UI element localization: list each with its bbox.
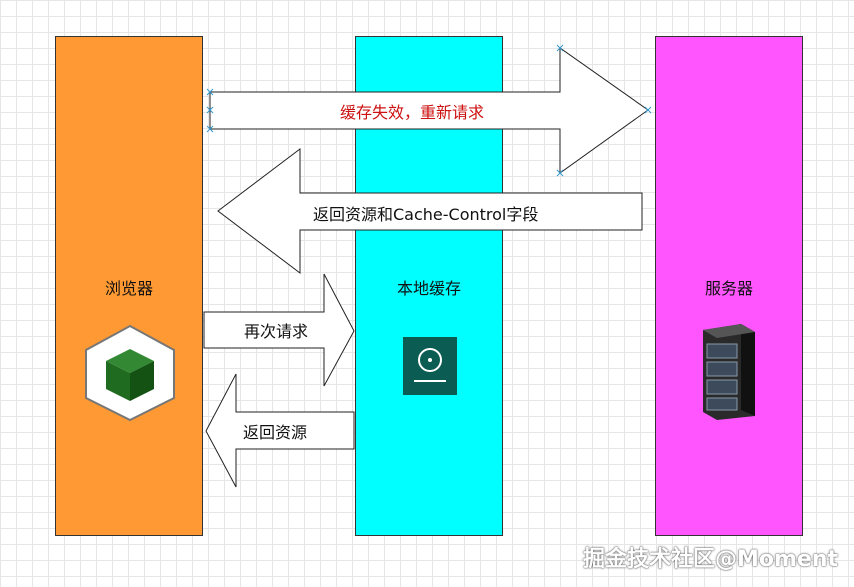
disk-icon — [403, 337, 457, 395]
browser-column: 浏览器 — [55, 36, 203, 536]
return-resource-arrow — [205, 373, 355, 488]
return-cache-control-arrow — [217, 147, 643, 275]
request-again-label: 再次请求 — [244, 322, 309, 341]
return-resource-label: 返回资源 — [243, 423, 308, 442]
cache-label: 本地缓存 — [396, 279, 461, 298]
expire-arrow — [209, 47, 649, 174]
server-label: 服务器 — [704, 279, 753, 298]
server-rack-icon — [703, 324, 755, 420]
server-column: 服务器 — [655, 36, 803, 536]
expire-arrow-label: 缓存失效，重新请求 — [340, 103, 485, 122]
selection-handles — [206, 44, 652, 177]
watermark: 掘金技术社区@Moment — [582, 547, 838, 572]
cube-icon — [85, 324, 175, 422]
request-again-arrow — [203, 273, 355, 387]
browser-label: 浏览器 — [104, 279, 153, 298]
return-cache-control-label: 返回资源和Cache-Control字段 — [313, 205, 539, 224]
